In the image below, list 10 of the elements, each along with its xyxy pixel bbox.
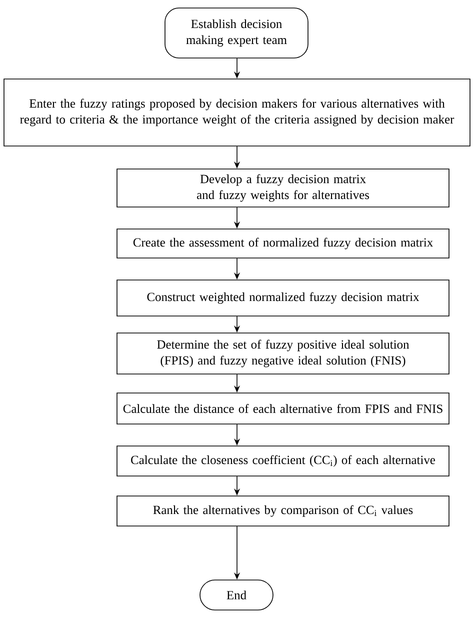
process-box: Enter the fuzzy ratings proposed by decision makers for various alternatives with regard to criteria & the importance weight of the criteria assigned by decision maker <box>4 78 470 146</box>
process-box: Create the assessment of normalized fuzzy decision matrix <box>116 228 450 258</box>
end-terminal: End <box>200 580 274 610</box>
process-box: Calculate the distance of each alternative from FPIS and FNIS <box>116 392 450 424</box>
process-box: Develop a fuzzy decision matrix and fuzzy weights for alternatives <box>116 168 450 208</box>
process-box: Calculate the closeness coefficient (CC$_{i}$) of each alternative <box>116 446 450 476</box>
process-box: Determine the set of fuzzy positive ideal solution (FPIS) and fuzzy negative ideal solution (FNIS) <box>116 332 450 374</box>
process-box: Construct weighted normalized fuzzy decision matrix <box>116 280 450 316</box>
process-box: Rank the alternatives by comparison of CC$_{i}$ values <box>116 496 450 526</box>
start-terminal: Establish decision making expert team <box>164 8 308 58</box>
